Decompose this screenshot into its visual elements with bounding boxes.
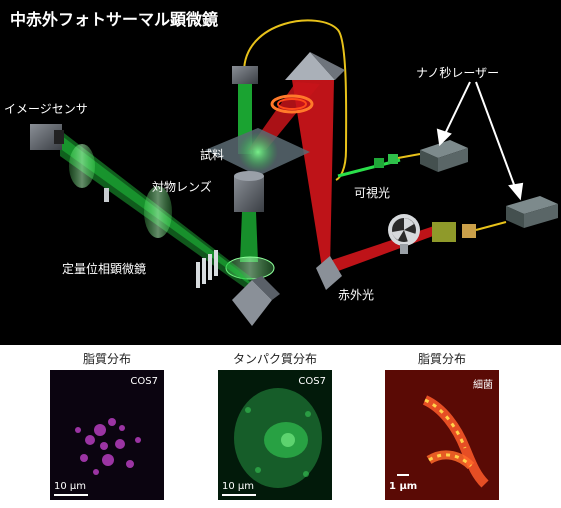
panel-2-scale-bar <box>222 494 256 496</box>
laser-arrows <box>436 81 524 201</box>
panel-1-image: COS7 10 µm <box>50 370 164 500</box>
sample-spot <box>238 132 278 172</box>
bottom-prism <box>232 280 272 326</box>
label-visible-light: 可視光 <box>354 186 391 200</box>
panel-2-image: COS7 10 µm <box>218 370 332 500</box>
panel-1-tag: COS7 <box>130 376 158 387</box>
ir-beam-vertical <box>292 80 334 268</box>
label-sample: 試料 <box>200 148 225 162</box>
panel-2-header: タンパク質分布 <box>232 352 317 366</box>
laser-box-lower <box>506 196 558 228</box>
panel-1-header: 脂質分布 <box>82 352 131 366</box>
label-quantitative-phase-microscope: 定量位相顕微鏡 <box>62 262 147 276</box>
ir-crystal <box>462 224 476 238</box>
panel-3-header: 脂質分布 <box>417 352 466 366</box>
panel-1-texture <box>75 418 141 475</box>
detector-block <box>232 66 258 84</box>
panel-1-scale-bar <box>54 494 88 496</box>
label-objective-lens: 対物レンズ <box>152 180 212 194</box>
panel-3-texture <box>422 395 489 488</box>
grating <box>196 250 218 288</box>
panel-2-tag: COS7 <box>298 376 326 387</box>
sensor-lens-1 <box>69 144 95 188</box>
label-infrared-light: 赤外光 <box>338 288 375 302</box>
laser-box-upper <box>420 140 468 172</box>
visible-beam-down <box>240 212 258 262</box>
panel-2-texture <box>234 388 322 488</box>
label-image-sensor: イメージセンサ <box>4 102 88 116</box>
ir-prism <box>316 256 342 290</box>
top-prism <box>285 52 335 80</box>
panel-3-image: 細菌 1 µm <box>385 370 499 500</box>
label-nano-second-laser: ナノ秒レーザー <box>416 66 500 80</box>
sensor-lens-2 <box>144 186 172 238</box>
diagram-title: 中赤外フォトサーマル顕微鏡 <box>10 10 219 29</box>
objective-lens <box>234 176 264 212</box>
ir-modulator <box>432 222 456 242</box>
ir-ring <box>270 94 314 114</box>
panel-3-scale-label: 1 µm <box>389 481 418 492</box>
small-mirror <box>104 188 109 202</box>
panel-3-tag: 細菌 <box>473 380 493 391</box>
panel-3-scale-bar <box>397 474 409 476</box>
panel-2-scale-label: 10 µm <box>222 481 255 492</box>
panel-1-scale-label: 10 µm <box>54 481 87 492</box>
chopper-wheel <box>388 214 420 254</box>
optical-fiber <box>243 19 348 181</box>
